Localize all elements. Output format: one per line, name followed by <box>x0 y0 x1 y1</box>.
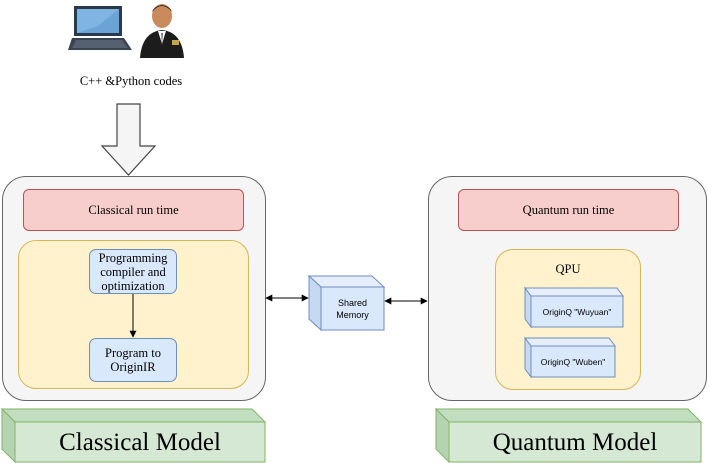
qpu-label: QPU <box>555 262 581 276</box>
code-caption: C++ &Python codes <box>79 74 183 88</box>
qpu-chip-wuben: OriginQ "Wuben" <box>524 336 616 379</box>
shared-memory-line-2: Memory <box>336 310 369 320</box>
compiler-line-1: Programming <box>98 250 168 265</box>
classical-model-label: Classical Model <box>59 429 221 456</box>
shared-memory-line-1: Shared <box>338 298 367 308</box>
user-icon <box>140 4 184 58</box>
quantum-model-block: Quantum Model <box>434 407 703 463</box>
down-arrow <box>100 103 157 176</box>
laptop-icon <box>68 6 132 50</box>
classical-model-block: Classical Model <box>0 407 267 463</box>
originir-node: Program to OriginIR <box>89 338 177 382</box>
qpu-chip-wuben-label: OriginQ "Wuben" <box>541 357 605 367</box>
originir-line-1: Program to <box>105 346 161 360</box>
qpu-chip-wuyuan: OriginQ "Wuyuan" <box>524 286 624 329</box>
shared-memory-node: Shared Memory <box>307 274 386 332</box>
originir-line-2: OriginIR <box>110 360 156 374</box>
compiler-node: Programming compiler and optimization <box>89 249 177 294</box>
quantum-model-label: Quantum Model <box>493 429 658 456</box>
user-icons <box>66 0 196 62</box>
quantum-runtime-bar: Quantum run time <box>458 189 679 231</box>
qpu-chip-wuyuan-label: OriginQ "Wuyuan" <box>543 307 612 317</box>
classical-runtime-bar: Classical run time <box>23 189 244 231</box>
compiler-line-2: compiler and <box>100 264 166 279</box>
compiler-line-3: optimization <box>101 278 165 293</box>
